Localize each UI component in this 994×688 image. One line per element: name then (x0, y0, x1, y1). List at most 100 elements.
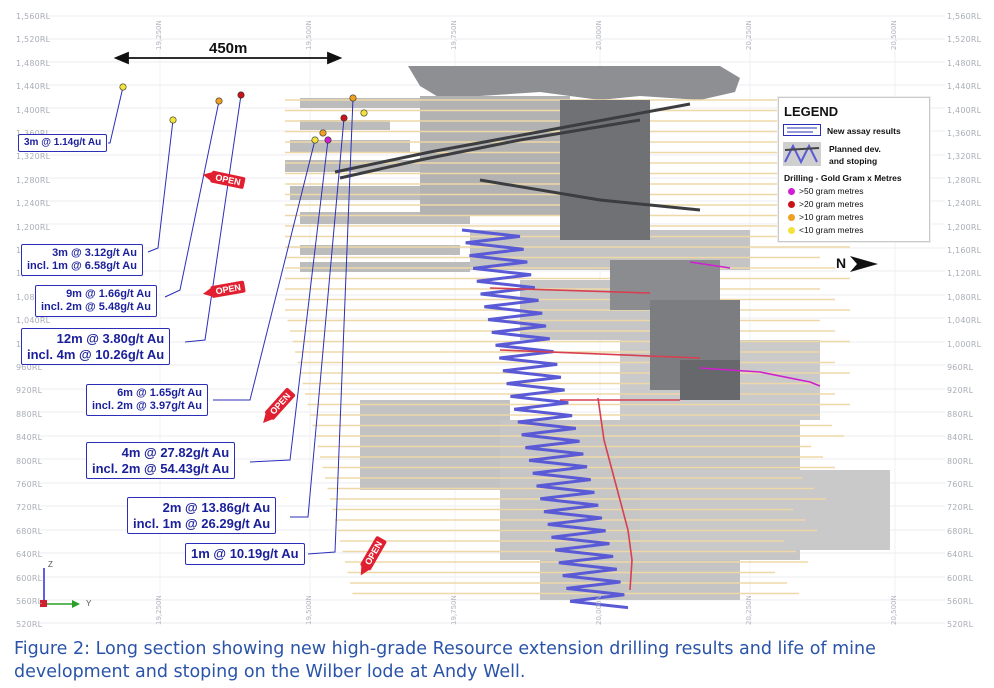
legend-planned-1: Planned dev. (829, 144, 881, 154)
rl-label: 1,400RL (16, 105, 51, 115)
callout-line: 3m @ 1.14g/t Au (24, 137, 102, 148)
rl-label: 1,360RL (947, 129, 982, 138)
northing-label: 19,750N (450, 20, 458, 50)
northing-label: 20,250N (745, 595, 753, 625)
open-pit (408, 66, 740, 100)
rl-label: 1,160RL (947, 246, 982, 255)
rl-label: 800RL (16, 456, 43, 466)
callout-line: incl. 2m @ 54.43g/t Au (92, 460, 230, 476)
assay-callout: 12m @ 3.80g/t Au incl. 4m @ 10.26g/t Au (21, 328, 171, 366)
scale-label: 450m (209, 40, 248, 57)
northing-label: 19,250N (155, 595, 163, 625)
legend-dot-yellow (788, 227, 795, 234)
northing-label: 20,000N (595, 595, 603, 625)
rl-label: 520RL (16, 620, 43, 630)
rl-label: 760RL (16, 480, 43, 489)
rl-label: 1,240RL (947, 199, 982, 209)
north-arrow-label: N (836, 255, 847, 271)
new-assay-icon (783, 124, 821, 136)
axis-triad (40, 568, 80, 608)
legend-dot-red (788, 201, 795, 208)
rl-label: 1,480RL (947, 58, 982, 68)
rl-label: 1,440RL (16, 82, 51, 92)
callout-line: 1m @ 10.19g/t Au (191, 546, 299, 561)
rl-label: 1,120RL (947, 269, 982, 279)
northing-label: 19,500N (305, 595, 313, 625)
leader-lines (108, 86, 354, 555)
section-graphic (40, 15, 945, 625)
axis-z-label: Z (48, 560, 53, 569)
northing-label: 20,500N (890, 20, 898, 50)
collar-markers (119, 83, 368, 144)
rl-label: 1,520RL (947, 35, 982, 45)
rl-label: 1,560RL (947, 12, 982, 21)
rl-label: 1,560RL (16, 12, 51, 21)
drill-traces (489, 287, 701, 591)
rl-label: 800RL (947, 456, 974, 466)
legend-title: LEGEND (784, 104, 839, 119)
north-arrow-graphic (850, 256, 878, 272)
legend-new-assay: New assay results (827, 126, 901, 136)
rl-label: 1,400RL (947, 105, 982, 115)
rl-label: 560RL (16, 597, 43, 606)
legend-dot-orange (788, 214, 795, 221)
legend: LEGEND New assay results Planned dev. an… (778, 97, 930, 242)
rl-label: 1,280RL (947, 175, 982, 185)
rl-label: 960RL (16, 363, 43, 372)
assay-callout: 6m @ 1.65g/t Au incl. 2m @ 3.97g/t Au (86, 384, 208, 417)
callout-line: incl. 1m @ 6.58g/t Au (27, 260, 137, 273)
rl-label: 720RL (947, 503, 974, 513)
northing-label: 20,000N (595, 20, 603, 50)
rl-label: 680RL (16, 526, 43, 536)
rl-label: 760RL (947, 480, 974, 489)
rl-label: 1,000RL (947, 339, 982, 349)
callout-line: incl. 1m @ 26.29g/t Au (133, 515, 271, 531)
drill-traces-magenta (689, 261, 821, 387)
assay-callout: 9m @ 1.66g/t Au incl. 2m @ 5.48g/t Au (35, 285, 157, 318)
rl-label: 1,240RL (16, 199, 51, 209)
rl-label: 1,280RL (16, 175, 51, 185)
legend-class-4: <10 gram metres (799, 225, 864, 235)
rl-label: 840RL (947, 433, 974, 443)
development-drives (334, 102, 701, 212)
assay-callout: 1m @ 10.19g/t Au (185, 543, 305, 565)
rl-label: 1,320RL (16, 152, 51, 162)
rl-label: 1,080RL (947, 292, 982, 302)
planned-dev-icon (783, 142, 821, 166)
rl-label: 720RL (16, 503, 43, 513)
callout-line: 4m @ 27.82g/t Au (121, 445, 230, 460)
rl-label: 1,480RL (16, 58, 51, 68)
rl-label: 1,080RL (16, 292, 51, 302)
legend-planned-2: and stoping (829, 156, 878, 166)
rl-label: 640RL (947, 550, 974, 560)
rl-label: 880RL (16, 409, 43, 419)
long-section-figure: 1,560RL 1,520RL 1,480RL 1,440RL 1,400RL 1,360… (16, 12, 982, 630)
rl-label: 920RL (16, 386, 43, 396)
planned-development (560, 100, 740, 400)
rl-label: 920RL (947, 386, 974, 396)
rl-label: 1,200RL (16, 222, 51, 232)
callout-line: incl. 2m @ 5.48g/t Au (41, 301, 151, 314)
legend-class-2: >20 gram metres (799, 199, 864, 209)
rl-label: 1,360RL (16, 129, 50, 138)
rl-label: 1,200RL (947, 222, 982, 232)
rl-label: 600RL (947, 573, 974, 583)
assay-callout: 3m @ 3.12g/t Au incl. 1m @ 6.58g/t Au (21, 244, 143, 277)
rl-label: 520RL (947, 620, 974, 630)
assay-callout: 4m @ 27.82g/t Au incl. 2m @ 54.43g/t Au (86, 442, 236, 480)
rl-label: 1,040RL (947, 316, 982, 326)
legend-class-3: >10 gram metres (799, 212, 864, 222)
callout-line: 2m @ 13.86g/t Au (162, 500, 271, 515)
northing-label: 19,500N (305, 20, 313, 50)
axis-y-label: Y (86, 599, 92, 608)
assay-callout: 2m @ 13.86g/t Au incl. 1m @ 26.29g/t Au (127, 497, 277, 535)
rl-label: 560RL (947, 597, 974, 606)
scale-bar (113, 51, 343, 65)
callout-line: 12m @ 3.80g/t Au (56, 331, 165, 346)
callout-line: 6m @ 1.65g/t Au (117, 387, 202, 399)
rl-label: 600RL (16, 573, 43, 583)
rl-label: 1,040RL (16, 316, 51, 326)
rl-label: 1,320RL (947, 152, 982, 162)
rl-label: 840RL (16, 433, 43, 443)
northing-label: 19,750N (450, 595, 458, 625)
